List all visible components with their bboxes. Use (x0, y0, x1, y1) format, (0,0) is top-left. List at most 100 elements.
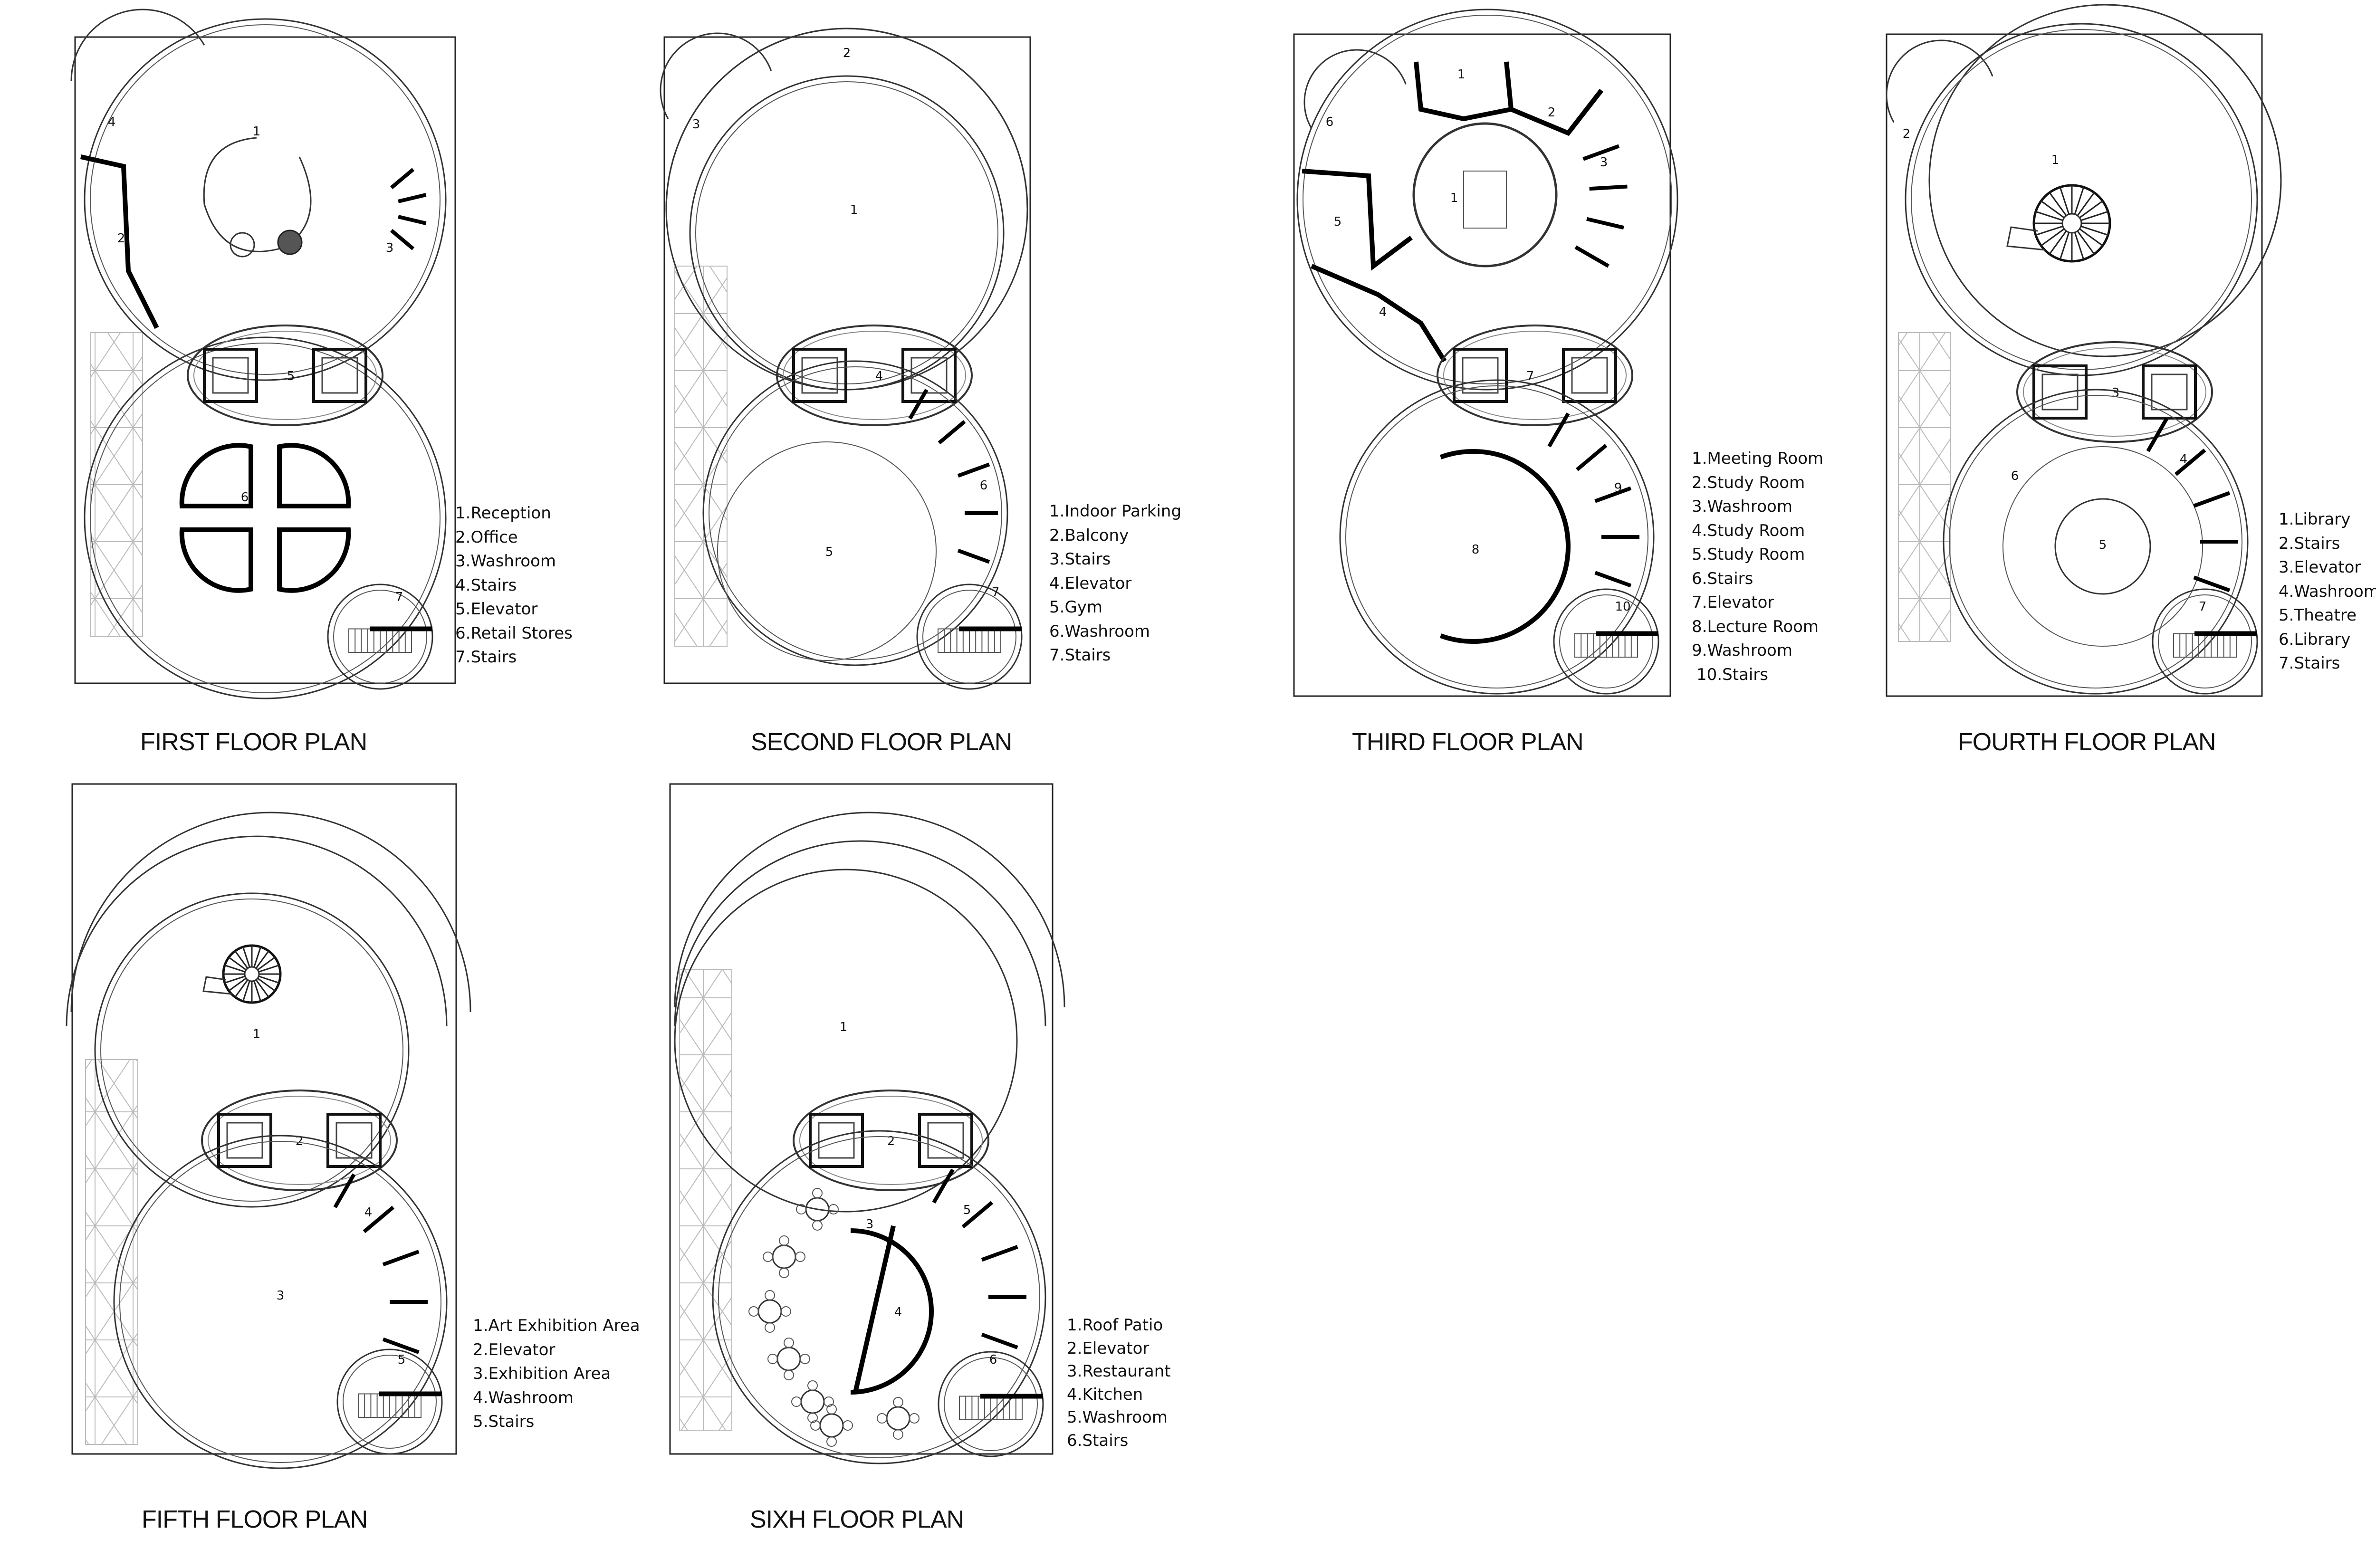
room-number-label: 5 (2099, 538, 2107, 552)
spiral-stair-tread (2049, 192, 2067, 216)
elevator-cab (326, 1113, 382, 1168)
room-number-label: 4 (364, 1205, 373, 1220)
legend-item: 6.Washroom (1049, 621, 1150, 641)
exhibition-area (119, 1141, 441, 1463)
stair-core (2152, 588, 2258, 695)
structure-truss (1898, 332, 1951, 642)
elevator-lobby (783, 331, 966, 420)
gym-outer (709, 366, 1002, 660)
roof-arc (66, 835, 448, 1027)
elevator-cab (312, 348, 367, 403)
legend-item: 4.Elevator (1049, 574, 1132, 593)
elevator-cab (203, 348, 258, 403)
elevator-cab (1462, 357, 1499, 394)
legend-item: 4.Study Room (1692, 521, 1805, 540)
retail-store-wall (277, 443, 351, 508)
restaurant-chair (807, 1413, 818, 1423)
roof-arc (674, 812, 1065, 1008)
stair-core (333, 590, 427, 684)
restaurant-chair (779, 1268, 789, 1278)
washroom-partition (1582, 144, 1620, 161)
spiral-stair-tread (2080, 210, 2108, 221)
zone-lower-circle (90, 343, 441, 693)
zone-upper-circle (1296, 9, 1678, 391)
elevator-lobby (208, 1096, 391, 1185)
structure-truss (679, 969, 732, 1431)
washroom-partition (957, 548, 990, 564)
stair-core (660, 32, 772, 119)
room-number-label: 2 (296, 1134, 304, 1148)
spiral-stair-tread (258, 965, 279, 973)
kitchen-wall (853, 1225, 896, 1393)
room-number-label: 7 (395, 590, 403, 604)
restaurant-chair (784, 1338, 794, 1348)
washroom-partition (390, 168, 415, 190)
art-exhibition (94, 892, 410, 1208)
stair-core (2158, 594, 2252, 688)
legend-fifth: 1.Art Exhibition Area 2.Elevator 3.Exhib… (473, 1314, 640, 1434)
elevator-lobby (799, 1096, 983, 1185)
stair-core (336, 1348, 443, 1455)
zone-upper-circle (1303, 15, 1672, 384)
spiral-stair-tread (2041, 228, 2065, 247)
elevator-cab (2041, 373, 2079, 411)
washroom-partition (2193, 491, 2231, 508)
elevator-cab (1453, 348, 1508, 403)
meeting-table (1463, 171, 1507, 229)
washroom-partition (398, 193, 427, 203)
restaurant-table (772, 1244, 796, 1269)
legend-item: 6.Stairs (1692, 569, 1753, 588)
reception-desk (203, 137, 312, 252)
restaurant-chair (828, 1204, 839, 1214)
roof-arc (70, 812, 471, 1013)
roof-patio (674, 869, 1018, 1213)
elevator-lobby (776, 325, 973, 426)
restaurant-chair (909, 1413, 920, 1424)
stair-core (1886, 39, 1993, 123)
legend-item: 3.Washroom (455, 552, 556, 571)
spiral-stair-tread (224, 965, 246, 973)
theatre (2002, 446, 2203, 647)
washroom-partition (981, 1245, 1018, 1262)
restaurant (718, 1136, 1040, 1458)
spiral-stair-tread (234, 950, 249, 969)
spiral-stair-tread (224, 975, 246, 984)
elevator-cab (321, 357, 358, 394)
room-number-label: 1 (850, 203, 858, 217)
elevator-cab (1562, 348, 1617, 403)
elevator-cab (212, 357, 249, 394)
room-number-label: 3 (1600, 155, 1608, 170)
room-number-label: 4 (1379, 305, 1387, 319)
spiral-stair-tread (255, 979, 269, 998)
washroom-partition (981, 1332, 1018, 1349)
washroom-partition (1547, 412, 1570, 448)
washroom-partition (1594, 486, 1632, 503)
elevator-cab (1571, 357, 1608, 394)
room-number-label: 1 (1457, 67, 1466, 82)
plan-frame (1886, 33, 2263, 697)
spiral-stair-tread (2049, 230, 2067, 255)
theatre-stage (2054, 498, 2151, 595)
washroom-partition (908, 389, 929, 420)
legend-item: 5.Gym (1049, 598, 1103, 617)
zone-upper-circle (84, 18, 447, 381)
room-number-label: 6 (1326, 115, 1334, 129)
room-number-label: 1 (253, 124, 261, 139)
plan-title-fifth: FIFTH FLOOR PLAN (142, 1506, 368, 1533)
elevator-cab (901, 348, 957, 403)
restaurant-table (819, 1413, 844, 1438)
legend-item: 5.Washroom (1067, 1408, 1168, 1427)
room-number-label: 1 (1450, 191, 1458, 205)
legend-item: 7.Stairs (2279, 654, 2340, 673)
plan-frame (1293, 33, 1671, 697)
washroom-partition (957, 462, 990, 478)
legend-item: 3.Stairs (1049, 550, 1111, 569)
library (1911, 29, 2252, 370)
indoor-parking (689, 75, 1005, 391)
restaurant-chair (765, 1322, 775, 1333)
library-roof (2105, 4, 2282, 357)
restaurant-chair (877, 1413, 887, 1424)
lecture-zone (1339, 379, 1655, 695)
study-room-wall (1510, 88, 1603, 136)
legend-item: 1.Art Exhibition Area (473, 1316, 640, 1335)
